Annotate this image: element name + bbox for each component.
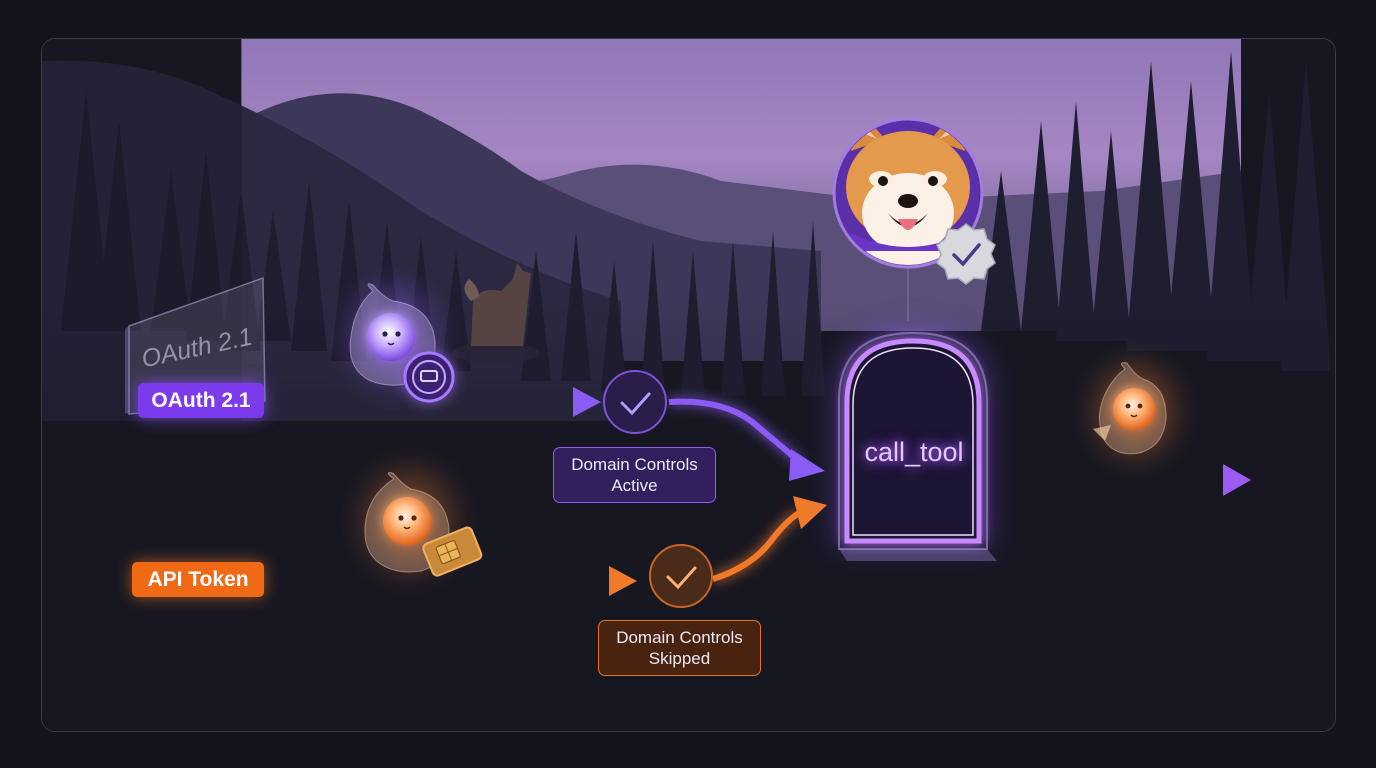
arrowhead-icon (573, 387, 601, 417)
chip-card-icon (422, 526, 483, 577)
oauth-pill: OAuth 2.1 (138, 383, 264, 418)
oauth-glass-card (125, 276, 266, 415)
check-icon (666, 566, 697, 590)
arrowhead-icon (793, 496, 827, 529)
domain-controls-skipped-line2: Skipped (648, 649, 711, 668)
coin-icon (403, 351, 455, 403)
arrowhead-icon (1223, 464, 1251, 496)
call-tool-label: call_tool (864, 436, 964, 467)
check-icon (620, 392, 651, 416)
domain-controls-active-line1: Domain Controls (571, 455, 698, 474)
purple-spirit-icon (349, 283, 455, 403)
domain-controls-skipped-box: Domain Controls Skipped (598, 620, 761, 676)
domain-controls-skipped-line1: Domain Controls (616, 628, 743, 647)
token-flow (269, 496, 827, 596)
check-active (603, 370, 667, 434)
verified-badge-icon (936, 223, 996, 285)
call-tool-gate[interactable] (836, 327, 997, 561)
domain-controls-active-box: Domain Controls Active (553, 447, 716, 503)
domain-controls-active-line2: Active (611, 476, 658, 495)
api-token-pill: API Token (132, 562, 264, 597)
check-skipped (649, 544, 713, 608)
dog-avatar-icon (832, 117, 996, 321)
arrowhead-icon (789, 449, 825, 481)
output-flow (999, 464, 1251, 496)
orange-spirit-icon (363, 469, 483, 577)
dog-silhouette (452, 263, 540, 363)
arrowhead-icon (609, 566, 637, 596)
output-spirit-icon (1093, 362, 1175, 457)
